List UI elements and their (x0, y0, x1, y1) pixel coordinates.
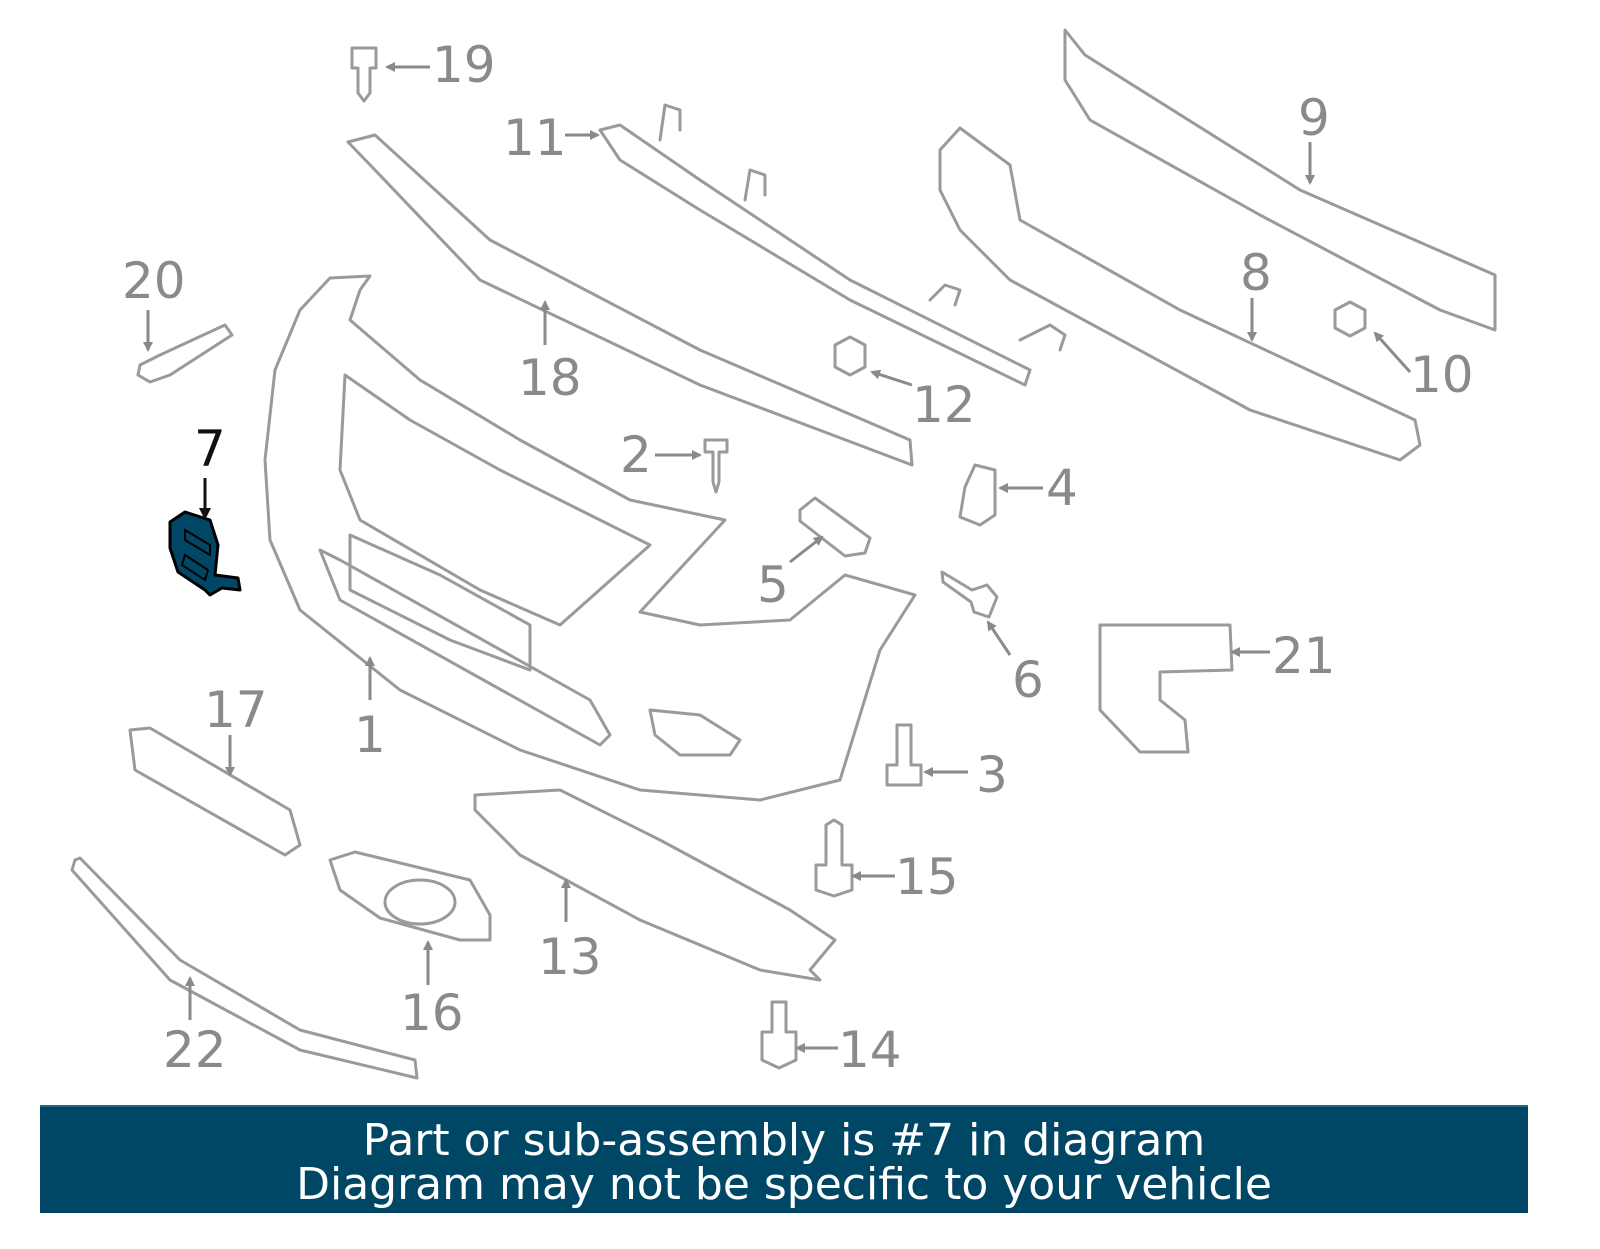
callout-17: 17 (204, 681, 268, 739)
arrow-12 (870, 369, 913, 387)
part-14-bolt[interactable] (760, 1000, 798, 1070)
part-7-highlighted[interactable] (168, 510, 242, 597)
callout-4: 4 (1046, 459, 1078, 517)
callout-21: 21 (1272, 627, 1336, 685)
callout-15: 15 (895, 848, 959, 906)
part-12-nut[interactable] (833, 335, 867, 377)
part-20-bracket[interactable] (136, 323, 234, 384)
callout-8: 8 (1240, 244, 1272, 302)
callout-10: 10 (1410, 346, 1474, 404)
callout-2: 2 (620, 426, 652, 484)
arrow-6 (986, 620, 1012, 656)
part-15-bolt[interactable] (814, 818, 854, 898)
part-13-undercover[interactable] (473, 788, 837, 982)
arrow-5 (789, 535, 824, 564)
callout-16: 16 (400, 984, 464, 1042)
disclaimer-banner: Part or sub-assembly is #7 in diagram Di… (40, 1105, 1528, 1213)
callout-5: 5 (757, 556, 789, 614)
callout-14: 14 (838, 1021, 902, 1079)
callout-6: 6 (1012, 651, 1044, 709)
callout-18: 18 (518, 349, 582, 407)
callout-3: 3 (976, 746, 1008, 804)
part-18-reinforcement[interactable] (346, 133, 914, 467)
part-3-bolt[interactable] (885, 723, 923, 787)
part-1-bumper-cover[interactable] (263, 274, 917, 802)
callout-19: 19 (432, 36, 496, 94)
callout-13: 13 (538, 928, 602, 986)
part-6-screw[interactable] (940, 570, 999, 619)
callout-7: 7 (194, 420, 226, 478)
callout-20: 20 (122, 252, 186, 310)
banner-line-2: Diagram may not be specific to your vehi… (296, 1159, 1272, 1210)
part-19-clip[interactable] (350, 46, 378, 103)
part-16-fog-bezel[interactable] (328, 850, 492, 942)
callout-1: 1 (354, 706, 386, 764)
callout-22: 22 (163, 1021, 227, 1079)
part-11-bracket[interactable] (598, 103, 1067, 387)
part-2-clip[interactable] (703, 438, 729, 494)
callout-9: 9 (1298, 89, 1330, 147)
part-9-reinforcement[interactable] (1063, 28, 1497, 332)
part-17-bracket[interactable] (128, 726, 302, 857)
banner-line-1: Part or sub-assembly is #7 in diagram (362, 1115, 1206, 1166)
part-10-nut[interactable] (1333, 300, 1367, 338)
callout-11: 11 (503, 109, 567, 167)
part-4-bracket[interactable] (958, 463, 997, 527)
part-8-absorber[interactable] (938, 126, 1422, 462)
part-5-bracket[interactable] (798, 496, 872, 558)
callout-12: 12 (912, 376, 976, 434)
part-21-bracket[interactable] (1098, 623, 1234, 754)
part-22-molding[interactable] (70, 856, 419, 1080)
arrow-10 (1373, 331, 1412, 374)
